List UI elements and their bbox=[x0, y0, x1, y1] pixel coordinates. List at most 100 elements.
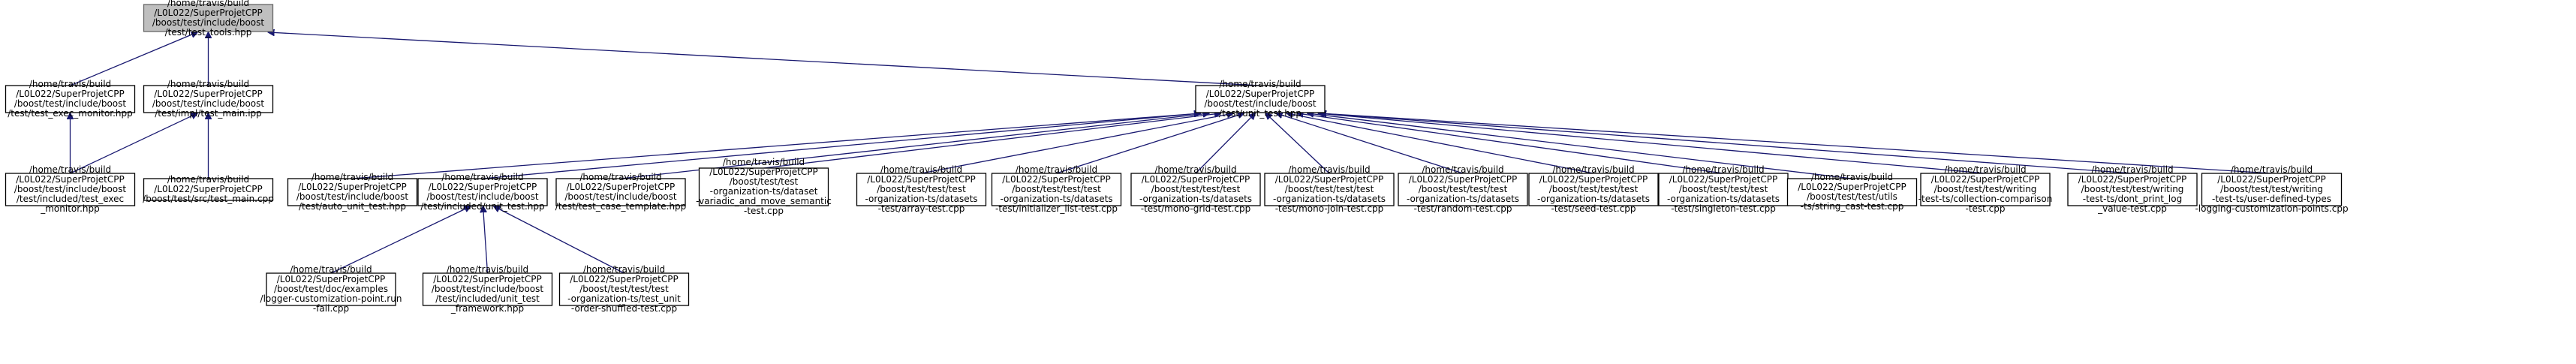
node-included-test-exec-monitor[interactable]: /home/travis/build/L0L022/SuperProjetCPP… bbox=[5, 164, 136, 214]
node-label-line: /L0L022/SuperProjetCPP bbox=[709, 167, 817, 177]
node-label-line: /L0L022/SuperProjetCPP bbox=[154, 184, 262, 194]
node-logging-customization-points[interactable]: /home/travis/build/L0L022/SuperProjetCPP… bbox=[2195, 164, 2348, 214]
node-label-line: /boost/test/include/boost bbox=[14, 98, 127, 109]
node-label-line: -organization-ts/dataset bbox=[710, 186, 818, 197]
node-label-line: /boost/test/include/boost bbox=[426, 191, 539, 202]
node-included-unit-test[interactable]: /home/travis/build/L0L022/SuperProjetCPP… bbox=[417, 172, 548, 212]
node-mono-grid-test[interactable]: /home/travis/build/L0L022/SuperProjetCPP… bbox=[1130, 164, 1261, 214]
node-label-line: /home/travis/build bbox=[29, 79, 111, 89]
edge-test-exec-monitor-to-test-tools bbox=[70, 32, 197, 86]
node-label-line: /home/travis/build bbox=[311, 172, 393, 182]
node-label-line: /boost/test/include/boost bbox=[432, 284, 544, 294]
node-label-line: /L0L022/SuperProjetCPP bbox=[2078, 174, 2186, 185]
node-box bbox=[266, 272, 396, 306]
node-label-line: /boost/test/doc/examples bbox=[274, 284, 388, 294]
node-label-line: /test/included/test_exec bbox=[17, 194, 124, 204]
edges-layer bbox=[70, 32, 2272, 274]
node-label-line: /home/travis/build bbox=[579, 172, 661, 182]
node-impl-test-main[interactable]: /home/travis/build/L0L022/SuperProjetCPP… bbox=[143, 79, 274, 119]
node-label-line: /home/travis/build bbox=[1944, 164, 2026, 175]
edge-auto-unit-test-to-unit-test bbox=[352, 113, 1201, 179]
node-seed-test[interactable]: /home/travis/build/L0L022/SuperProjetCPP… bbox=[1528, 164, 1659, 214]
node-label-line: -ts/string_cast-test.cpp bbox=[1801, 201, 1904, 212]
node-label-line: -test/singleton-test.cpp bbox=[1671, 203, 1776, 214]
node-box bbox=[2201, 173, 2343, 206]
node-label-line: /boost/test/include/boost bbox=[296, 191, 409, 202]
node-label-line: -test-ts/user-defined-types bbox=[2212, 194, 2331, 204]
node-label-line: /test/test_exec_monitor.hpp bbox=[8, 108, 133, 119]
node-box bbox=[2067, 173, 2198, 206]
node-label-line: /home/travis/build bbox=[1811, 172, 1893, 182]
node-label-line: /boost/test/test/test bbox=[877, 184, 966, 194]
node-label-line: /home/travis/build bbox=[1154, 164, 1236, 175]
node-label-line: /L0L022/SuperProjetCPP bbox=[1409, 174, 1517, 185]
node-collection-comparison-test[interactable]: /home/travis/build/L0L022/SuperProjetCPP… bbox=[1918, 164, 2053, 214]
node-label-line: /L0L022/SuperProjetCPP bbox=[1206, 89, 1314, 99]
node-label-line: /home/travis/build bbox=[447, 264, 528, 275]
edge-initializer-list-test-to-unit-test bbox=[1056, 113, 1244, 174]
node-label-line: -test/initializer_list-test.cpp bbox=[995, 203, 1118, 214]
node-box bbox=[5, 85, 136, 113]
node-label-line: _monitor.hpp bbox=[40, 203, 100, 214]
node-singleton-test[interactable]: /home/travis/build/L0L022/SuperProjetCPP… bbox=[1658, 164, 1789, 214]
node-label-line: /L0L022/SuperProjetCPP bbox=[16, 89, 124, 99]
node-array-test[interactable]: /home/travis/build/L0L022/SuperProjetCPP… bbox=[856, 164, 987, 214]
node-dont-print-log-value-test[interactable]: /home/travis/build/L0L022/SuperProjetCPP… bbox=[2067, 164, 2198, 214]
node-box bbox=[1398, 173, 1528, 206]
node-label-line: /L0L022/SuperProjetCPP bbox=[1142, 174, 1250, 185]
node-label-line: /L0L022/SuperProjetCPP bbox=[1275, 174, 1383, 185]
node-label-line: -organization-ts/datasets bbox=[1000, 194, 1112, 204]
node-test-exec-monitor[interactable]: /home/travis/build/L0L022/SuperProjetCPP… bbox=[5, 79, 136, 119]
node-label-line: /home/travis/build bbox=[1422, 164, 1503, 175]
edge-unit-test-to-test-tools bbox=[269, 32, 1261, 86]
node-label-line: /home/travis/build bbox=[880, 164, 962, 175]
node-included-unit-test-framework[interactable]: /home/travis/build/L0L022/SuperProjetCPP… bbox=[422, 264, 553, 314]
node-label-line: -variadic_and_move_semantic bbox=[696, 196, 832, 206]
node-label-line: /home/travis/build bbox=[2231, 164, 2313, 175]
edge-array-test-to-unit-test bbox=[921, 113, 1233, 174]
node-label-line: /boost/test/test/test bbox=[1679, 184, 1768, 194]
edge-random-test-to-unit-test bbox=[1277, 113, 1464, 174]
node-label-line: /home/travis/build bbox=[167, 0, 249, 8]
node-label-line: -organization-ts/datasets bbox=[1667, 194, 1780, 204]
node-label-line: /home/travis/build bbox=[583, 264, 665, 275]
node-test-tools[interactable]: /home/travis/build/L0L022/SuperProjetCPP… bbox=[143, 0, 274, 38]
node-label-line: /home/travis/build bbox=[167, 174, 249, 185]
node-label-line: /L0L022/SuperProjetCPP bbox=[570, 274, 678, 284]
node-label-line: -fail.cpp bbox=[313, 303, 349, 314]
node-string-cast-test[interactable]: /home/travis/build/L0L022/SuperProjetCPP… bbox=[1786, 172, 1918, 212]
node-box bbox=[1528, 173, 1659, 206]
node-box bbox=[1264, 173, 1395, 206]
node-order-shuffled-test[interactable]: /home/travis/build/L0L022/SuperProjetCPP… bbox=[558, 264, 690, 314]
node-box bbox=[991, 173, 1122, 206]
node-label-line: /boost/test/include/boost bbox=[564, 191, 677, 202]
node-label-line: /L0L022/SuperProjetCPP bbox=[433, 274, 541, 284]
node-label-line: /L0L022/SuperProjetCPP bbox=[154, 89, 262, 99]
node-auto-unit-test[interactable]: /home/travis/build/L0L022/SuperProjetCPP… bbox=[287, 172, 418, 212]
node-label-line: /home/travis/build bbox=[1682, 164, 1764, 175]
node-box bbox=[5, 173, 136, 206]
node-label-line: /boost/test/test/writing bbox=[2081, 184, 2184, 194]
node-mono-join-test[interactable]: /home/travis/build/L0L022/SuperProjetCPP… bbox=[1264, 164, 1395, 214]
node-initializer-list-test[interactable]: /home/travis/build/L0L022/SuperProjetCPP… bbox=[991, 164, 1122, 214]
node-variadic-and-move-semantic[interactable]: /home/travis/build/L0L022/SuperProjetCPP… bbox=[696, 157, 832, 216]
node-test-case-template[interactable]: /home/travis/build/L0L022/SuperProjetCPP… bbox=[555, 172, 687, 212]
node-label-line: /boost/test/src/test_main.cpp bbox=[143, 194, 274, 204]
node-label-line: /boost/test/include/boost bbox=[1204, 98, 1317, 109]
node-logger-customization-point-run-fail[interactable]: /home/travis/build/L0L022/SuperProjetCPP… bbox=[260, 264, 402, 314]
node-box bbox=[698, 167, 829, 206]
edge-variadic-and-move-semantic-to-unit-test bbox=[763, 113, 1221, 169]
edge-singleton-test-to-unit-test bbox=[1297, 113, 1724, 174]
node-unit-test[interactable]: /home/travis/build/L0L022/SuperProjetCPP… bbox=[1195, 79, 1326, 119]
node-label-line: /home/travis/build bbox=[29, 164, 111, 175]
node-label-line: /home/travis/build bbox=[1219, 79, 1301, 89]
node-src-test-main[interactable]: /home/travis/build/L0L022/SuperProjetCPP… bbox=[143, 174, 274, 204]
node-label-line: -organization-ts/test_unit bbox=[567, 293, 681, 304]
node-label-line: /test/auto_unit_test.hpp bbox=[299, 201, 406, 212]
node-box bbox=[1920, 173, 2051, 206]
node-label-line: /home/travis/build bbox=[1288, 164, 1370, 175]
node-label-line: -test/random-test.cpp bbox=[1414, 203, 1512, 214]
node-label-line: /L0L022/SuperProjetCPP bbox=[1798, 182, 1906, 192]
node-random-test[interactable]: /home/travis/build/L0L022/SuperProjetCPP… bbox=[1398, 164, 1528, 214]
node-box bbox=[1658, 173, 1789, 206]
